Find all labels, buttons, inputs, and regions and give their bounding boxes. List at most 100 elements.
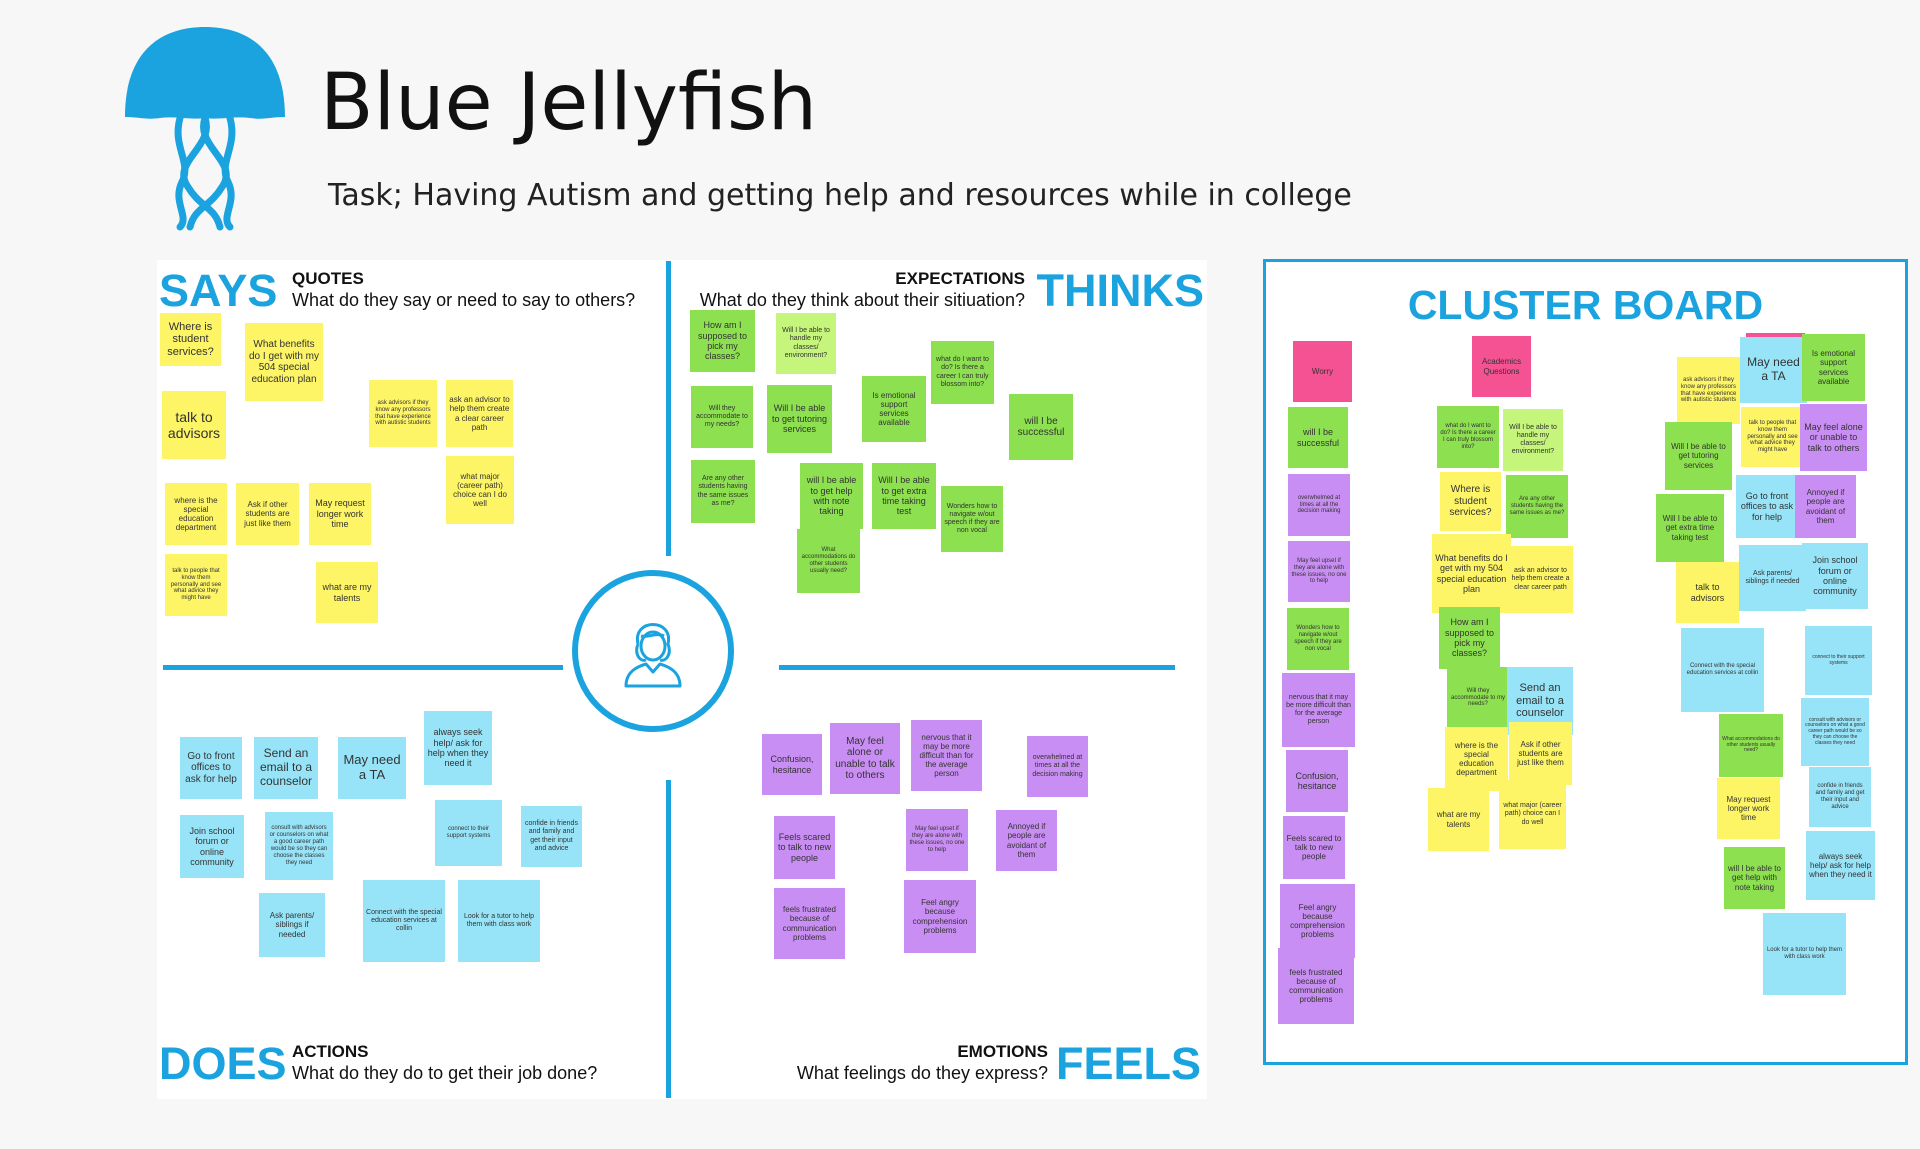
sticky-note[interactable]: How am I supposed to pick my classes? — [1439, 607, 1500, 669]
persona-icon — [624, 623, 682, 688]
sticky-note[interactable]: Will I be able to get tutoring services — [767, 385, 832, 453]
sticky-note[interactable]: Will they accommodate to my needs? — [691, 386, 753, 448]
sticky-note[interactable]: May feel alone or unable to talk to othe… — [830, 723, 900, 794]
sticky-note[interactable]: Will they accommodate to my needs? — [1447, 667, 1509, 729]
sticky-note[interactable]: Ask if other students are just like them — [236, 483, 299, 545]
sticky-note[interactable]: will I be able to get help with note tak… — [1724, 847, 1785, 909]
sticky-note[interactable]: feels frustrated because of communicatio… — [1278, 948, 1354, 1024]
sticky-note[interactable]: Go to front offices to ask for help — [180, 737, 242, 799]
sticky-note[interactable]: Send an email to a counselor — [254, 737, 318, 799]
sticky-note[interactable]: Is emotional support services available — [1802, 334, 1865, 401]
sticky-note[interactable]: Will I be able to get extra time taking … — [872, 463, 936, 529]
sticky-note[interactable]: what major (career path) choice can I do… — [446, 456, 514, 524]
sticky-note[interactable]: ask an advisor to help them create a cle… — [446, 380, 513, 447]
sticky-note[interactable]: Wonders how to navigate w/out speech if … — [1287, 608, 1349, 670]
sticky-note[interactable]: Look for a tutor to help them with class… — [458, 880, 540, 962]
sticky-note[interactable]: Annoyed if people are avoidant of them — [1795, 475, 1856, 538]
sticky-note[interactable]: Feels scared to talk to new people — [1283, 816, 1345, 879]
sticky-note[interactable]: What benefits do I get with my 504 speci… — [1432, 534, 1511, 613]
sticky-note[interactable]: talk to people that know them personally… — [165, 554, 227, 616]
sticky-note[interactable]: what major (career path) choice can I do… — [1499, 780, 1566, 849]
sticky-note[interactable]: will I be successful — [1009, 394, 1073, 460]
sticky-note[interactable]: ask advisors if they know any professors… — [1677, 357, 1740, 424]
sticky-note[interactable]: talk to advisors — [1676, 562, 1739, 623]
sticky-note[interactable]: confide in friends and family and get th… — [1809, 767, 1871, 827]
sticky-note[interactable]: what are my talents — [316, 562, 378, 623]
sticky-note[interactable]: Will I be able to get extra time taking … — [1656, 494, 1724, 562]
thinks-title: THINKS — [1036, 265, 1205, 316]
sticky-note[interactable]: what do I want to do? Is there a career … — [931, 341, 994, 404]
sticky-note[interactable]: nervous that it may be more difficult th… — [911, 720, 982, 791]
sticky-note[interactable]: Where is student services? — [160, 313, 221, 366]
sticky-note[interactable]: consult with advisors or counselors on w… — [265, 812, 333, 880]
sticky-note[interactable]: Will I be able to handle my classes/ env… — [776, 313, 836, 374]
sticky-note[interactable]: May request longer work time — [309, 483, 371, 545]
sticky-note[interactable]: nervous that it may be more difficult th… — [1282, 673, 1355, 747]
sticky-note[interactable]: Are any other students having the same i… — [691, 460, 755, 523]
feels-caption: EMOTIONS — [957, 1042, 1048, 1061]
sticky-note[interactable]: Worry — [1293, 341, 1352, 402]
sticky-note[interactable]: Connect with the special education servi… — [1681, 628, 1764, 712]
sticky-note[interactable]: May need a TA — [338, 737, 406, 799]
sticky-note[interactable]: Join school forum or online community — [1802, 543, 1868, 609]
says-question: What do they say or need to say to other… — [292, 290, 636, 310]
sticky-note[interactable]: what are my talents — [1428, 788, 1489, 851]
sticky-note[interactable]: Ask parents/ siblings if needed — [259, 893, 325, 957]
sticky-note[interactable]: always seek help/ ask for help when they… — [1806, 831, 1875, 900]
sticky-note[interactable]: talk to advisors — [162, 391, 226, 459]
sticky-note[interactable]: Will I be able to handle my classes/ env… — [1503, 409, 1563, 471]
sticky-note[interactable]: What accommodations do other students us… — [797, 529, 860, 593]
sticky-note[interactable]: will I be successful — [1288, 407, 1348, 468]
sticky-note[interactable]: Look for a tutor to help them with class… — [1763, 913, 1846, 995]
sticky-note[interactable]: Feels scared to talk to new people — [774, 816, 835, 879]
sticky-note[interactable]: where is the special education departmen… — [1445, 727, 1508, 791]
sticky-note[interactable]: connect to their support systems — [1805, 626, 1872, 695]
sticky-note[interactable]: ask advisors if they know any professors… — [369, 380, 437, 447]
sticky-note[interactable]: Connect with the special education servi… — [363, 880, 445, 962]
says-title: SAYS — [159, 265, 278, 316]
sticky-note[interactable]: Wonders how to navigate w/out speech if … — [941, 486, 1003, 552]
sticky-note[interactable]: Confusion, hesitance — [762, 734, 822, 795]
sticky-note[interactable]: May feel alone or unable to talk to othe… — [1800, 404, 1867, 471]
sticky-note[interactable]: overwhelmed at times at all the decision… — [1027, 736, 1088, 797]
sticky-note[interactable]: Annoyed if people are avoidant of them — [996, 810, 1057, 871]
says-caption: QUOTES — [292, 269, 364, 288]
sticky-note[interactable]: confide in friends and family and get th… — [521, 806, 582, 867]
sticky-note[interactable]: Join school forum or online community — [180, 815, 244, 878]
sticky-note[interactable]: What benefits do I get with my 504 speci… — [245, 323, 323, 401]
divider-right — [779, 665, 1175, 670]
thinks-caption: EXPECTATIONS — [895, 269, 1025, 288]
sticky-note[interactable]: talk to people that know them personally… — [1741, 407, 1804, 467]
sticky-note[interactable]: connect to their support systems — [435, 800, 502, 866]
persona-circle — [572, 570, 734, 732]
sticky-note[interactable]: Will I be able to get tutoring services — [1665, 422, 1732, 490]
sticky-note[interactable]: Feel angry because comprehension problem… — [904, 880, 976, 953]
sticky-note[interactable]: Are any other students having the same i… — [1506, 475, 1568, 538]
sticky-note[interactable]: Feel angry because comprehension problem… — [1280, 884, 1355, 958]
sticky-note[interactable]: May request longer work time — [1717, 778, 1780, 839]
sticky-note[interactable]: May need a TA — [1740, 337, 1807, 403]
sticky-note[interactable]: ask an advisor to help them create a cle… — [1508, 546, 1573, 613]
sticky-note[interactable]: Is emotional support services available — [862, 376, 926, 442]
empathy-map: SAYS QUOTES What do they say or need to … — [157, 260, 1207, 1099]
sticky-note[interactable]: what do I want to do? Is there a career … — [1437, 406, 1499, 468]
sticky-note[interactable]: How am I supposed to pick my classes? — [690, 310, 755, 372]
sticky-note[interactable]: will I be able to get help with note tak… — [800, 463, 863, 529]
page-title: Blue Jellyfish — [320, 58, 818, 148]
sticky-note[interactable]: What accommodations do other students us… — [1719, 714, 1783, 777]
sticky-note[interactable]: feels frustrated because of communicatio… — [774, 888, 845, 959]
sticky-note[interactable]: overwhelmed at times at all the decision… — [1288, 474, 1350, 536]
sticky-note[interactable]: Ask if other students are just like them — [1509, 722, 1572, 785]
sticky-note[interactable]: Academics Questions — [1472, 336, 1531, 397]
sticky-note[interactable]: consult with advisors or counselors on w… — [1801, 698, 1869, 766]
sticky-note[interactable]: Go to front offices to ask for help — [1736, 475, 1798, 538]
sticky-note[interactable]: Confusion, hesitance — [1286, 750, 1348, 812]
task-description: Task; Having Autism and getting help and… — [328, 178, 1352, 213]
sticky-note[interactable]: always seek help/ ask for help when they… — [424, 711, 492, 785]
sticky-note[interactable]: Ask parents/ siblings if needed — [1739, 545, 1806, 611]
sticky-note[interactable]: Where is student services? — [1440, 472, 1501, 531]
sticky-note[interactable]: May feel upset if they are alone with th… — [1288, 541, 1350, 602]
sticky-note[interactable]: where is the special education departmen… — [165, 483, 227, 545]
sticky-note[interactable]: May feel upset if they are alone with th… — [906, 809, 968, 871]
